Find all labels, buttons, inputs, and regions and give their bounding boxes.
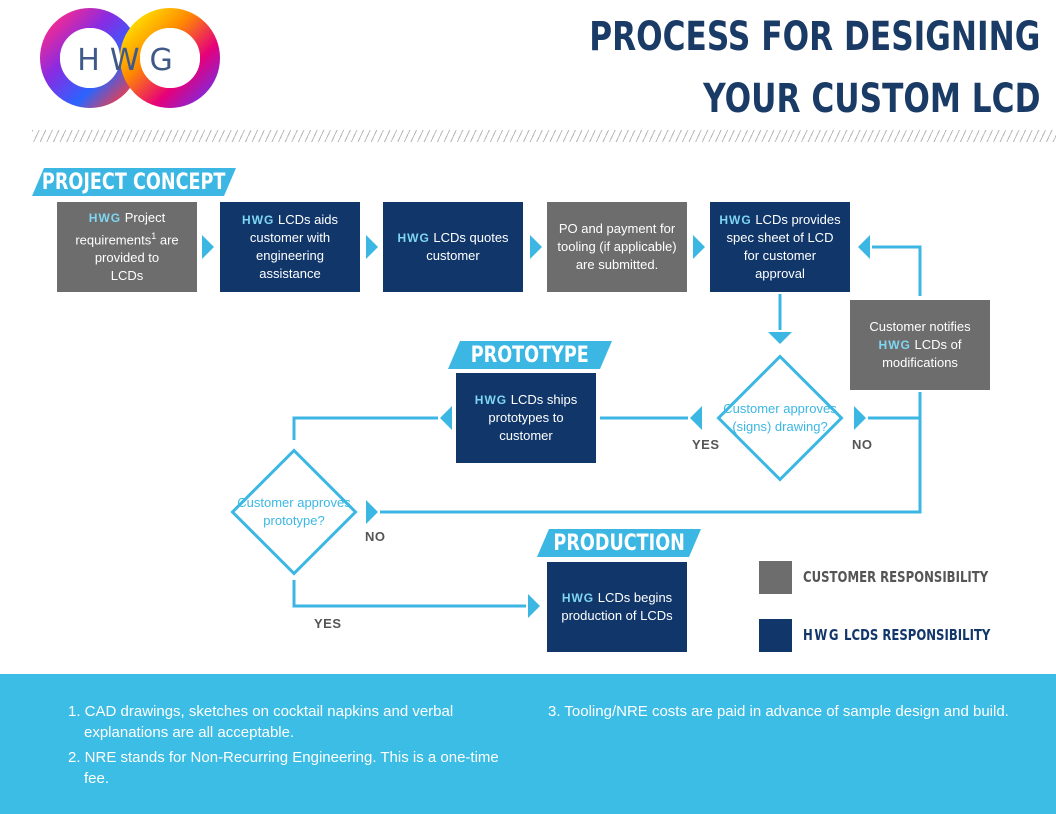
arrow-left-icon bbox=[440, 406, 452, 430]
legend-customer: CUSTOMER RESPONSIBILITY bbox=[803, 568, 989, 586]
step-po-payment: PO and payment for tooling (if applicabl… bbox=[547, 202, 687, 292]
step-engineering-assistance: HWG LCDs aids customer with engineering … bbox=[220, 202, 360, 292]
divider bbox=[32, 130, 1056, 142]
arrow-right-icon bbox=[202, 235, 214, 259]
label-no-prototype: NO bbox=[365, 529, 386, 544]
logo: HWG bbox=[38, 6, 222, 110]
step-ships-prototypes: HWG LCDs ships prototypes to customer bbox=[456, 373, 596, 463]
arrow-left-icon bbox=[690, 406, 702, 430]
label-yes-prototype: YES bbox=[314, 616, 342, 631]
legend-swatch-hwg bbox=[759, 619, 792, 652]
section-project-concept: PROJECT CONCEPT bbox=[32, 168, 236, 196]
flow-connectors bbox=[202, 235, 922, 618]
arrow-right-icon bbox=[530, 235, 542, 259]
arrow-right-icon bbox=[528, 594, 540, 618]
arrow-right-icon bbox=[693, 235, 705, 259]
label-no-drawing: NO bbox=[852, 437, 873, 452]
section-production: PRODUCTION bbox=[537, 529, 701, 557]
footnote-2: 2. NRE stands for Non-Recurring Engineer… bbox=[68, 749, 499, 787]
arrow-down-icon bbox=[768, 332, 792, 344]
step-spec-sheet: HWG LCDs provides spec sheet of LCD for … bbox=[710, 202, 850, 292]
step-quote: HWG LCDs quotes customer bbox=[383, 202, 523, 292]
arrow-right-icon bbox=[366, 500, 378, 524]
footnote-1: 1. CAD drawings, sketches on cocktail na… bbox=[68, 703, 454, 741]
label-yes-drawing: YES bbox=[692, 437, 720, 452]
decision-drawing-text: Customer approves (signs) drawing? bbox=[723, 401, 837, 434]
arrow-right-icon bbox=[854, 406, 866, 430]
step-project-requirements: HWG Project requirements1 are provided t… bbox=[57, 202, 197, 292]
section-prototype: PROTOTYPE bbox=[448, 341, 612, 369]
page-title-line1: PROCESS FOR DESIGNING bbox=[588, 14, 1040, 60]
step-begins-production: HWG LCDs begins production of LCDs bbox=[547, 562, 687, 652]
legend-hwg: HWG LCDS RESPONSIBILITY bbox=[803, 626, 991, 644]
arrow-right-icon bbox=[366, 235, 378, 259]
step-customer-notifies: Customer notifies HWG LCDs of modificati… bbox=[850, 300, 990, 390]
footnotes-panel bbox=[0, 674, 1056, 814]
page-title-line2: YOUR CUSTOM LCD bbox=[702, 76, 1040, 122]
legend-swatch-customer bbox=[759, 561, 792, 594]
footnote-3: 3. Tooling/NRE costs are paid in advance… bbox=[548, 703, 1009, 720]
decision-prototype-text: Customer approves prototype? bbox=[237, 495, 351, 528]
logo-text: HWG bbox=[77, 43, 182, 78]
arrow-left-icon bbox=[858, 235, 870, 259]
